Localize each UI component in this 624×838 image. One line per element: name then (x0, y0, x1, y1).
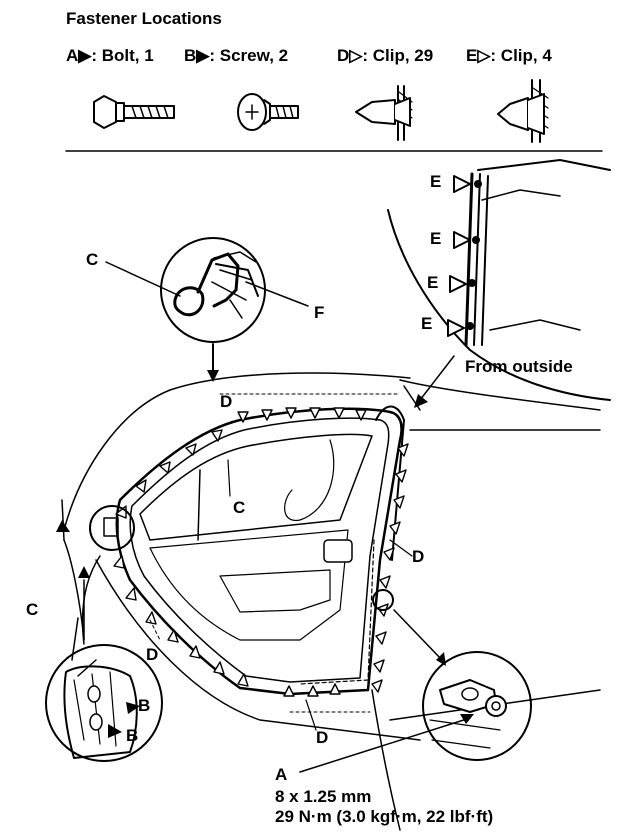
label-c-mid: C (233, 498, 246, 517)
clip-e-icon (497, 79, 549, 143)
label-d-top: D (220, 392, 233, 411)
legend-clip-e-text: : Clip, 4 (490, 46, 552, 65)
filled-triangle-icon: ▶ (196, 46, 210, 65)
legend-clip-d: D▷: Clip, 29 (337, 46, 433, 66)
bolt-location-marker (372, 589, 394, 611)
page-title: Fastener Locations (66, 9, 222, 28)
label-e4: E (421, 314, 433, 333)
legend-clip-d-text: : Clip, 29 (362, 46, 434, 65)
screw-icon (237, 93, 299, 131)
outside-detail-inset (387, 159, 611, 401)
label-e1: E (430, 172, 442, 191)
label-d-right: D (412, 547, 425, 566)
legend-screw-letter: B (184, 46, 197, 65)
label-b2: B (126, 726, 139, 745)
clip-d-icon (355, 85, 413, 141)
legend-bolt: A▶: Bolt, 1 (66, 46, 154, 66)
bolt-icon (93, 95, 175, 129)
corner-detail-marker (89, 505, 135, 551)
bolt-torque-spec: 29 N·m (3.0 kgf·m, 22 lbf·ft) (275, 807, 494, 826)
label-c-left: C (26, 600, 39, 619)
from-outside-label: From outside (465, 357, 573, 376)
label-d-bottom: D (316, 728, 329, 747)
open-triangle-icon: ▷ (349, 46, 363, 65)
bolt-size-spec: 8 x 1.25 mm (275, 787, 372, 806)
legend-clip-e-letter: E (466, 46, 478, 65)
seal-detail-circle (160, 237, 266, 343)
label-e3: E (427, 273, 439, 292)
legend-bolt-letter: A (66, 46, 79, 65)
label-d-left: D (146, 645, 159, 664)
legend-screw: B▶: Screw, 2 (184, 46, 288, 66)
label-b1: B (138, 696, 151, 715)
open-triangle-icon: ▷ (477, 46, 491, 65)
legend-screw-text: : Screw, 2 (209, 46, 289, 65)
label-e2: E (430, 229, 442, 248)
legend-bolt-text: : Bolt, 1 (91, 46, 154, 65)
rear-door (115, 405, 405, 696)
label-a: A (275, 765, 288, 784)
screw-detail-circle (45, 644, 163, 762)
clip-d-markers (113, 407, 409, 697)
legend-clip-e: E▷: Clip, 4 (466, 46, 552, 66)
legend-clip-d-letter: D (337, 46, 350, 65)
bolt-detail-circle (422, 651, 532, 761)
label-c-top: C (86, 250, 99, 269)
label-f: F (314, 303, 325, 322)
filled-triangle-icon: ▶ (78, 46, 92, 65)
